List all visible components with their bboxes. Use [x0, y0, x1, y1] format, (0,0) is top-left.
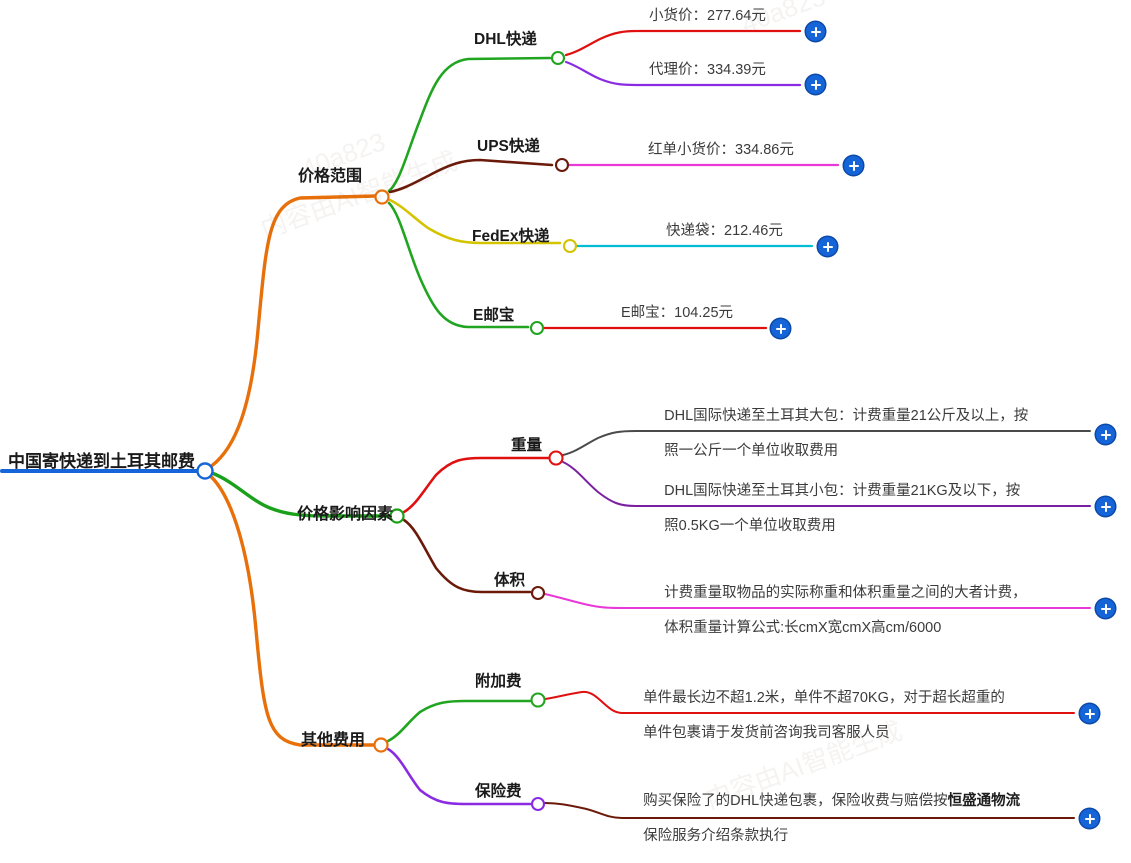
connector-factors-to-weight — [402, 456, 550, 514]
leaf-line-2: 体积重量计算公式:长cmX宽cmX高cm/6000 — [664, 620, 942, 637]
branch-label-price-range[interactable]: 价格范围 — [298, 168, 363, 185]
connector-price-range-to-ups — [388, 158, 554, 194]
connector-price-range-to-epacket — [387, 201, 530, 329]
connector-price-range-to-dhl — [387, 56, 552, 193]
leaf-line-2: 照0.5KG一个单位收取费用 — [664, 518, 836, 535]
connector-root-to-price-range — [205, 194, 378, 471]
leaf-label-epacket-price[interactable]: E邮宝：104.25元 — [621, 305, 734, 321]
expand-button-surcharge-limits[interactable] — [1080, 704, 1099, 723]
leaf-line-1: 单件最长边不超1.2米，单件不超70KG，对于超长超重的 — [643, 689, 1005, 706]
expand-button-weight-small-parcel[interactable] — [1096, 497, 1115, 516]
node-label-surcharge[interactable]: 附加费 — [475, 673, 522, 690]
leaf-label-weight-big-parcel[interactable]: DHL国际快递至土耳其大包：计费重量21公斤及以上，按 照一公斤一个单位收取费用 — [648, 390, 1083, 478]
expand-button-volume-formula[interactable] — [1096, 599, 1115, 618]
connector-other-to-surcharge — [386, 699, 532, 743]
node-circle-weight[interactable] — [548, 450, 564, 466]
leaf-label-insurance-terms[interactable]: 购买保险了的DHL快递包裹，保险收费与赔偿按恒盛通物流 保险服务介绍条款执行 — [627, 775, 1087, 863]
node-circle-fedex[interactable] — [562, 238, 578, 254]
expand-button-weight-big-parcel[interactable] — [1096, 425, 1115, 444]
node-circle-dhl[interactable] — [550, 50, 566, 66]
connector-other-to-insurance — [386, 747, 532, 806]
expand-button-fedex-bag[interactable] — [818, 237, 837, 256]
node-label-fedex[interactable]: FedEx快递 — [472, 228, 550, 245]
leaf-line-2: 照一公斤一个单位收取费用 — [664, 443, 839, 460]
node-label-ups[interactable]: UPS快递 — [477, 138, 540, 155]
connector-insurance-to-terms — [544, 802, 1075, 819]
node-circle-insurance[interactable] — [530, 796, 546, 812]
leaf-label-dhl-small-price[interactable]: 小货价：277.64元 — [649, 8, 766, 24]
node-label-epacket[interactable]: E邮宝 — [473, 307, 515, 324]
node-circle-volume[interactable] — [530, 585, 546, 601]
node-label-insurance[interactable]: 保险费 — [475, 783, 522, 800]
connector-root-to-other-fees — [206, 472, 377, 747]
leaf-line-1: 计费重量取物品的实际称重和体积重量之间的大者计费， — [664, 584, 1027, 601]
leaf-line-2: 保险服务介绍条款执行 — [643, 828, 789, 845]
branch-label-price-factors[interactable]: 价格影响因素 — [297, 506, 394, 523]
connector-price-range-to-fedex — [388, 198, 562, 245]
connector-root-to-price-factors — [210, 471, 393, 518]
connector-weight-to-big-parcel — [562, 430, 1091, 456]
leaf-line-1: DHL国际快递至土耳其小包：计费重量21KG及以下，按 — [664, 482, 1021, 499]
expand-button-dhl-small-price[interactable] — [806, 22, 825, 41]
node-circle-other-fees[interactable] — [373, 737, 389, 753]
node-circle-price-factors[interactable] — [389, 508, 405, 524]
connector-factors-to-volume — [402, 518, 532, 594]
expand-button-insurance-terms[interactable] — [1080, 809, 1099, 828]
leaf-label-dhl-agent-price[interactable]: 代理价：334.39元 — [649, 62, 766, 78]
leaf-line-1-part-1: 购买保险了的DHL快递包裹，保险收费与赔偿按 — [643, 792, 948, 809]
node-circle-ups[interactable] — [554, 157, 570, 173]
expand-button-ups-red-order[interactable] — [844, 156, 863, 175]
connector-dhl-to-agent-price — [564, 60, 802, 87]
node-label-weight[interactable]: 重量 — [511, 437, 543, 454]
leaf-label-weight-small-parcel[interactable]: DHL国际快递至土耳其小包：计费重量21KG及以下，按 照0.5KG一个单位收取… — [648, 465, 1083, 553]
leaf-line-2: 单件包裹请于发货前咨询我司客服人员 — [643, 725, 890, 742]
expand-button-epacket-price[interactable] — [771, 319, 790, 338]
node-circle-surcharge[interactable] — [530, 692, 546, 708]
node-circle-epacket[interactable] — [529, 320, 545, 336]
leaf-label-surcharge-limits[interactable]: 单件最长边不超1.2米，单件不超70KG，对于超长超重的 单件包裹请于发货前咨询… — [627, 672, 1067, 760]
leaf-label-ups-red-order[interactable]: 红单小货价：334.86元 — [648, 142, 794, 158]
leaf-line-1: DHL国际快递至土耳其大包：计费重量21公斤及以上，按 — [664, 407, 1029, 424]
node-label-volume[interactable]: 体积 — [494, 572, 526, 589]
leaf-line-1-part-2-emphasis: 恒盛通物流 — [947, 792, 1021, 809]
connector-dhl-to-small-price — [564, 29, 802, 57]
connector-surcharge-to-limits — [544, 690, 1075, 714]
leaf-label-fedex-bag[interactable]: 快递袋：212.46元 — [666, 223, 783, 239]
connector-weight-to-small-parcel — [562, 461, 1091, 507]
node-label-dhl[interactable]: DHL快递 — [474, 31, 537, 48]
node-circle-price-range[interactable] — [374, 189, 390, 205]
mindmap-connectors — [0, 29, 1091, 819]
expand-button-dhl-agent-price[interactable] — [806, 75, 825, 94]
root-node-label[interactable]: 中国寄快递到土耳其邮费 — [8, 452, 195, 471]
leaf-label-volume-formula[interactable]: 计费重量取物品的实际称重和体积重量之间的大者计费， 体积重量计算公式:长cmX宽… — [648, 567, 1088, 655]
node-circle-root[interactable] — [196, 462, 214, 480]
connector-volume-to-formula — [544, 593, 1091, 609]
mindmap-canvas: 40a823 内容由AI智能生成 内容由AI智能生成 40a823 中国寄快递到… — [0, 0, 1115, 844]
branch-label-other-fees[interactable]: 其他费用 — [301, 732, 366, 749]
